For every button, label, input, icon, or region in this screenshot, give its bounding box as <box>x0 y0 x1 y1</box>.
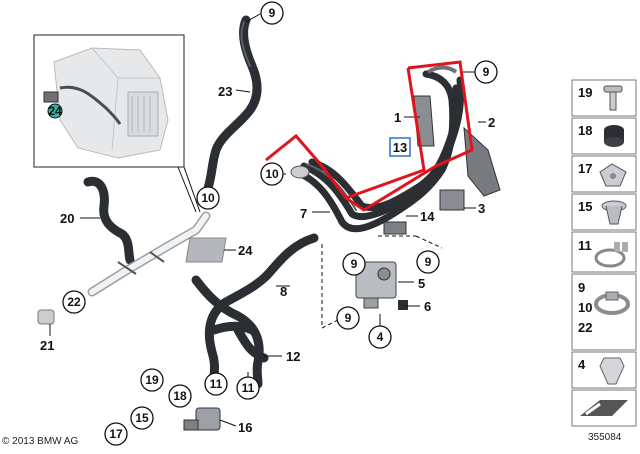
callout-label: 9 <box>345 311 352 325</box>
bolt-icon <box>603 85 623 111</box>
panel-item-number: 15 <box>578 199 592 214</box>
callout-15[interactable]: 15 <box>130 406 154 430</box>
label-21: 21 <box>40 338 54 353</box>
callout-13-label: 13 <box>393 140 407 155</box>
bracket-clip-icon <box>599 163 627 187</box>
label-5: 5 <box>418 276 425 291</box>
label-23: 23 <box>218 84 232 99</box>
callout-10-hose[interactable]: 10 <box>260 162 284 186</box>
callout-9-right-top[interactable]: 9 <box>474 60 498 84</box>
label-2: 2 <box>488 115 495 130</box>
label-20: 20 <box>60 211 74 226</box>
grommet-icon <box>604 125 624 147</box>
hose-clamp-icon <box>594 291 630 315</box>
panel-item-kit[interactable] <box>571 389 637 427</box>
callout-9-top[interactable]: 9 <box>260 1 284 25</box>
callout-4[interactable]: 4 <box>368 325 392 349</box>
highlight-red-top <box>345 67 426 200</box>
inset-marker-label: 24 <box>48 104 62 118</box>
callout-label: 9 <box>269 6 276 20</box>
panel-item-4[interactable]: 4 <box>571 351 637 389</box>
callout-label: 11 <box>210 377 223 391</box>
callout-label: 9 <box>351 257 358 271</box>
callout-label: 9 <box>425 255 432 269</box>
label-1: 1 <box>394 110 401 125</box>
panel-item-number: 4 <box>578 357 586 372</box>
panel-item-17[interactable]: 17 <box>571 155 637 193</box>
spring-clamp-icon <box>594 242 628 268</box>
copyright-text: © 2013 BMW AG <box>2 436 79 447</box>
callout-22[interactable]: 22 <box>62 290 86 314</box>
callout-label: 9 <box>483 65 490 79</box>
callout-13-highlighted[interactable]: 13 <box>389 137 411 157</box>
callout-label: 11 <box>242 381 255 395</box>
callout-label: 22 <box>67 295 81 309</box>
label-12: 12 <box>286 349 300 364</box>
label-3: 3 <box>478 201 485 216</box>
panel-item-number: 18 <box>578 123 592 138</box>
label-8: 8 <box>280 284 287 299</box>
callout-label: 10 <box>201 191 215 205</box>
panel-item-18[interactable]: 18 <box>571 117 637 155</box>
parts-panel: 19 18 17 15 <box>571 79 637 427</box>
callout-9-center[interactable]: 9 <box>342 252 366 276</box>
panel-item-number: 11 <box>578 238 592 253</box>
callout-label: 17 <box>109 427 123 441</box>
panel-item-number-line: 10 <box>578 300 592 315</box>
callout-9-lower[interactable]: 9 <box>336 306 360 330</box>
callout-label: 15 <box>135 411 149 425</box>
callout-label: 4 <box>377 330 384 344</box>
panel-item-number: 17 <box>578 161 592 176</box>
inset-engine-view: 24 <box>33 34 201 213</box>
callout-label: 19 <box>145 373 159 387</box>
panel-item-number-line: 9 <box>578 280 585 295</box>
leader-lines <box>49 13 486 427</box>
panel-item-number: 19 <box>578 85 592 100</box>
callout-11-left[interactable]: 11 <box>204 372 228 396</box>
panel-item-number-9: 9 10 22 <box>578 280 592 335</box>
callout-label: 10 <box>265 167 279 181</box>
callout-10-left[interactable]: 10 <box>196 186 220 210</box>
panel-item-11[interactable]: 11 <box>571 231 637 273</box>
diagram-id: 355084 <box>588 432 622 443</box>
inset-marker-24 <box>47 103 63 119</box>
panel-item-9-10-22[interactable]: 9 10 22 <box>571 273 637 351</box>
expanding-rivet-icon <box>601 200 627 225</box>
label-6: 6 <box>424 299 431 314</box>
panel-item-number-line: 22 <box>578 320 592 335</box>
callout-label: 18 <box>173 389 187 403</box>
kit-arrow-icon <box>580 400 628 416</box>
plastic-nut-icon <box>599 357 625 385</box>
panel-item-19[interactable]: 19 <box>571 79 637 117</box>
callout-17[interactable]: 17 <box>104 422 128 446</box>
callout-11-right[interactable]: 11 <box>236 376 260 400</box>
callout-19[interactable]: 19 <box>140 368 164 392</box>
highlight-red <box>265 60 474 212</box>
label-7: 7 <box>300 206 307 221</box>
label-24: 24 <box>238 243 253 258</box>
panel-item-15[interactable]: 15 <box>571 193 637 231</box>
label-16: 16 <box>238 420 252 435</box>
hoses <box>37 15 501 431</box>
callout-9-valve[interactable]: 9 <box>416 250 440 274</box>
callout-18[interactable]: 18 <box>168 384 192 408</box>
label-14: 14 <box>420 209 435 224</box>
